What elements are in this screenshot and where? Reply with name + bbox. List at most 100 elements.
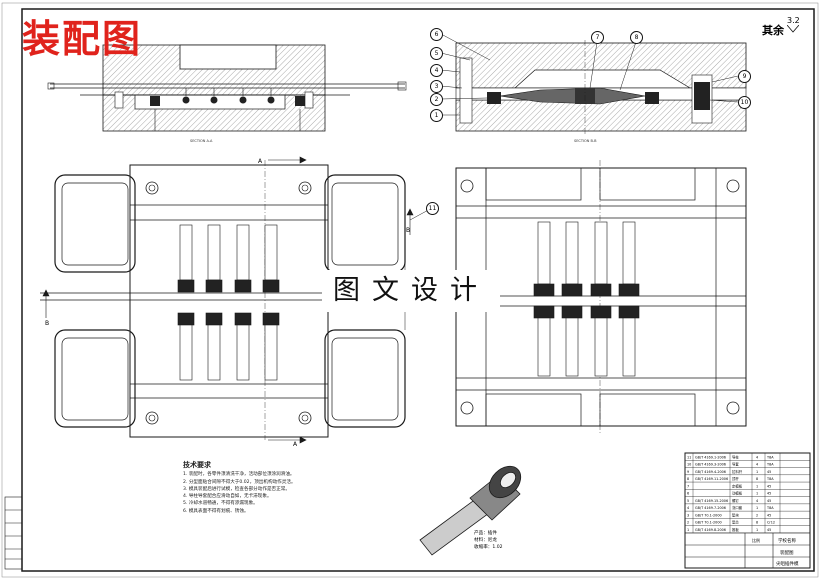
bom-cell: 8 — [687, 477, 689, 481]
section-label-left: SECTION A-A — [190, 139, 213, 143]
watermark-banner: 图文设计 — [322, 270, 500, 312]
view-marker: A — [258, 158, 263, 165]
roughness-symbol-icon: 3.2 — [787, 16, 800, 33]
bom-cell: T8A — [766, 455, 774, 459]
bom-cell: 45 — [767, 484, 771, 488]
part-isometric-sketch — [419, 465, 522, 556]
technical-requirements-title: 技术要求 — [183, 461, 211, 469]
callout-11: 11 — [426, 202, 439, 215]
callout-1: 1 — [430, 109, 443, 122]
bom-cell: 拉料杆 — [732, 469, 743, 474]
bom-cell: GB/T 4169.4-2006 — [695, 470, 726, 474]
bom-cell: GB/T 4169.15-2006 — [695, 499, 728, 503]
bom-cell: GB/T 70.1-2000 — [695, 521, 722, 525]
bom-cell: 6 — [687, 492, 689, 496]
bom-cell: 浇口套 — [732, 505, 743, 510]
view-marker: A — [293, 441, 298, 448]
callout-9: 9 — [738, 70, 751, 83]
bom-cell: T8A — [766, 463, 774, 467]
view-marker: B — [45, 320, 49, 327]
bom-cell: 45 — [767, 513, 771, 517]
requirement-line: 6. 模具表面不得有划痕、锈蚀。 — [183, 508, 249, 514]
requirement-line: 5. 冷却水道畅通，不得有渗漏现象。 — [183, 501, 258, 507]
section-view-left — [47, 44, 407, 132]
bom-cell: 2 — [756, 513, 758, 517]
bom-cell: 推板 — [732, 527, 739, 532]
bom-cell: GB/T 4169.1-2006 — [695, 455, 726, 459]
callout-7: 7 — [591, 31, 604, 44]
callout-4: 4 — [430, 64, 443, 77]
callout-6: 6 — [430, 28, 443, 41]
section-label-right: SECTION B-B — [574, 139, 597, 143]
bom-cell: 4 — [756, 463, 758, 467]
bom-cell: 45 — [767, 528, 771, 532]
title-block-name: 尖咀插件模 — [776, 560, 799, 567]
bom-cell: 7 — [687, 484, 689, 488]
bom-cell: 导柱 — [732, 454, 739, 459]
bom-cell: 导套 — [732, 462, 739, 467]
bom-cell: 11 — [687, 455, 691, 459]
bom-cell: 顶杆 — [732, 476, 739, 481]
bom-cell: GB/T 4169.7-2006 — [695, 506, 726, 510]
bom-cell: 1 — [756, 506, 758, 510]
bom-cell: 45 — [767, 492, 771, 496]
bom-cell: 1 — [756, 492, 758, 496]
bom-cell: 9 — [687, 470, 689, 474]
requirement-line: 2. 分型面贴合间隙不得大于0.02，顶出机构动作灵活。 — [183, 479, 296, 485]
part-note-line: 产品：插件 — [474, 531, 497, 536]
view-marker: B — [406, 227, 410, 234]
part-note-line: 收缩率：1.02 — [474, 545, 503, 550]
plan-view-left — [40, 160, 406, 440]
plan-view-right-pins — [533, 221, 640, 377]
bom-cell: 45 — [767, 470, 771, 474]
part-note-line: 材料：尼龙 — [474, 538, 497, 543]
bom-cell: Cr12 — [767, 521, 775, 525]
bom-cell: 1 — [756, 484, 758, 488]
bom-cell: 5 — [687, 499, 689, 503]
bom-cell: 螺钉 — [732, 498, 739, 503]
bom-cell: 4 — [687, 506, 689, 510]
callout-8: 8 — [630, 31, 643, 44]
callout-2: 2 — [430, 93, 443, 106]
assembly-drawing-stamp: 装配图 — [22, 17, 143, 61]
plan-view-left-pins — [177, 224, 280, 381]
callout-5: 5 — [430, 47, 443, 60]
bom-cell: GB/T 70.1-2000 — [695, 513, 722, 517]
bom-cell: 2 — [687, 521, 689, 525]
bom-cell: 3 — [687, 513, 689, 517]
requirement-line: 4. 导柱导套配合应滑动自如，无卡滞现象。 — [183, 494, 272, 500]
bom-cell: 垫块 — [732, 512, 739, 517]
bom-cell: 45 — [767, 499, 771, 503]
drawing-border — [21, 8, 815, 572]
bom-table-lines — [684, 453, 811, 534]
section-arrows — [42, 156, 414, 444]
technical-requirements: 技术要求 1. 装配时，各零件须清洗干净，活动部位须涂润滑油。 2. 分型面贴合… — [183, 461, 353, 515]
callout-3: 3 — [430, 80, 443, 93]
requirement-line: 1. 装配时，各零件须清洗干净，活动部位须涂润滑油。 — [183, 472, 295, 478]
title-block-type: 装配图 — [780, 549, 794, 556]
section-view-right — [455, 40, 747, 135]
bom-cell: 定模板 — [732, 483, 743, 488]
bom-cell: 4 — [756, 455, 758, 459]
bom-cell: 8 — [756, 521, 758, 525]
roughness-label: 其余 — [762, 24, 784, 37]
bom-cell: 4 — [756, 499, 758, 503]
roughness-value: 3.2 — [787, 16, 800, 25]
requirement-line: 3. 模具装配后进行试模，检查各部分动作是否正常。 — [183, 486, 290, 492]
bom-cell: GB/T 4169.8-2006 — [695, 528, 726, 532]
bom-cell: 1 — [687, 528, 689, 532]
callout-10: 10 — [738, 96, 751, 109]
left-margin-strip — [4, 496, 23, 570]
bom-cell: 1 — [756, 528, 758, 532]
title-block-school: 学校名称 — [778, 537, 796, 544]
bom-cell: 型芯 — [732, 520, 739, 525]
bom-cell: 10 — [687, 463, 691, 467]
bom-cell: 8 — [756, 477, 758, 481]
bom-cell: 动模板 — [732, 491, 743, 496]
bom-cell: GB/T 4169.3-2006 — [695, 463, 726, 467]
bom-cell: T8A — [766, 506, 774, 510]
bom-cell: 1 — [756, 470, 758, 474]
bom-cell: T8A — [766, 477, 774, 481]
title-block-ratio: 比例 — [752, 537, 760, 543]
